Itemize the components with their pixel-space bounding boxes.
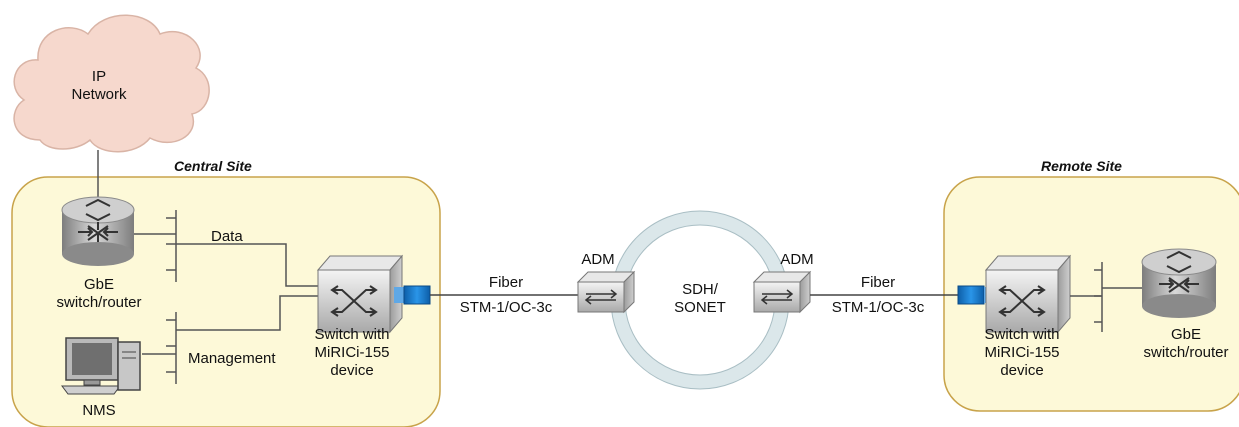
ring-label-line1: SDH/ <box>682 281 718 298</box>
central-switch-label-line1: Switch with <box>314 326 390 343</box>
remote-switch-label-line1: Switch with <box>984 326 1060 343</box>
central-router-label-line2: switch/router <box>56 294 142 311</box>
remote-switch-device-icon <box>984 254 1072 334</box>
remote-site-title: Remote Site <box>1041 158 1122 174</box>
central-management-bus <box>142 295 318 384</box>
nms-label: NMS <box>82 402 116 419</box>
central-data-bus <box>134 210 318 287</box>
central-site-title: Central Site <box>174 158 252 174</box>
remote-switch-label-line2: MiRICi-155 <box>984 344 1060 361</box>
adm-left-label: ADM <box>581 251 615 268</box>
nms-computer-icon <box>61 337 141 395</box>
left-link-medium-label: Fiber <box>488 274 524 291</box>
left-link-rate-label: STM-1/OC-3c <box>459 299 553 316</box>
central-switch-label-line3: device <box>330 362 374 379</box>
central-switch-label-line2: MiRICi-155 <box>314 344 390 361</box>
cloud-label-line2: Network <box>71 86 127 103</box>
adm-right-label: ADM <box>780 251 814 268</box>
central-sfp-module-icon <box>394 285 431 305</box>
remote-switch-label-line3: device <box>1000 362 1044 379</box>
remote-router-label-line2: switch/router <box>1143 344 1229 361</box>
right-link-medium-label: Fiber <box>860 274 896 291</box>
remote-site-area <box>943 176 1239 412</box>
right-link-rate-label: STM-1/OC-3c <box>831 299 925 316</box>
management-label: Management <box>188 350 276 367</box>
cloud-label-line1: IP <box>91 68 107 85</box>
central-router-label-line1: GbE <box>83 276 115 293</box>
ring-label-line2: SONET <box>674 299 726 316</box>
ip-network-cloud-icon <box>13 14 210 153</box>
data-label: Data <box>211 228 243 245</box>
remote-router-label-line1: GbE <box>1170 326 1202 343</box>
central-switch-device-icon <box>316 254 404 334</box>
adm-left-icon <box>576 270 636 314</box>
central-router-icon <box>61 196 135 266</box>
remote-lan-bus <box>1070 262 1142 332</box>
remote-router-icon <box>1141 248 1217 318</box>
adm-right-icon <box>752 270 812 314</box>
